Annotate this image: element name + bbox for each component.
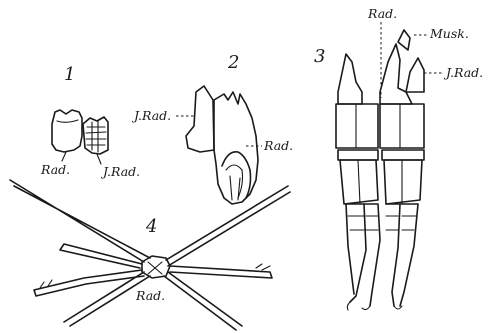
figure-2-drawing: 2 J.Rad. Rad.	[131, 52, 293, 204]
figure-3-label-rad: Rad.	[367, 6, 397, 21]
figure-2-number: 2	[227, 52, 239, 73]
figure-1-number: 1	[64, 64, 75, 85]
figure-4-drawing: 4 Rad.	[10, 180, 290, 330]
figure-1-label-rad: Rad.	[40, 162, 70, 177]
figure-3-drawing: 3 Rad. Musk. J.Rad.	[314, 6, 483, 310]
figure-4-number: 4	[145, 216, 157, 237]
figure-2-label-rad: Rad.	[263, 138, 293, 153]
figure-1-drawing: 1 Rad. J.Rad.	[40, 64, 140, 179]
figure-2-label-jrad: J.Rad.	[131, 108, 171, 123]
figure-4-label-rad: Rad.	[135, 288, 165, 303]
figure-3-label-musk: Musk.	[429, 26, 469, 41]
figure-1-label-jrad: J.Rad.	[100, 164, 140, 179]
figure-3-label-jrad: J.Rad.	[443, 65, 483, 80]
figure-3-number: 3	[314, 46, 325, 67]
